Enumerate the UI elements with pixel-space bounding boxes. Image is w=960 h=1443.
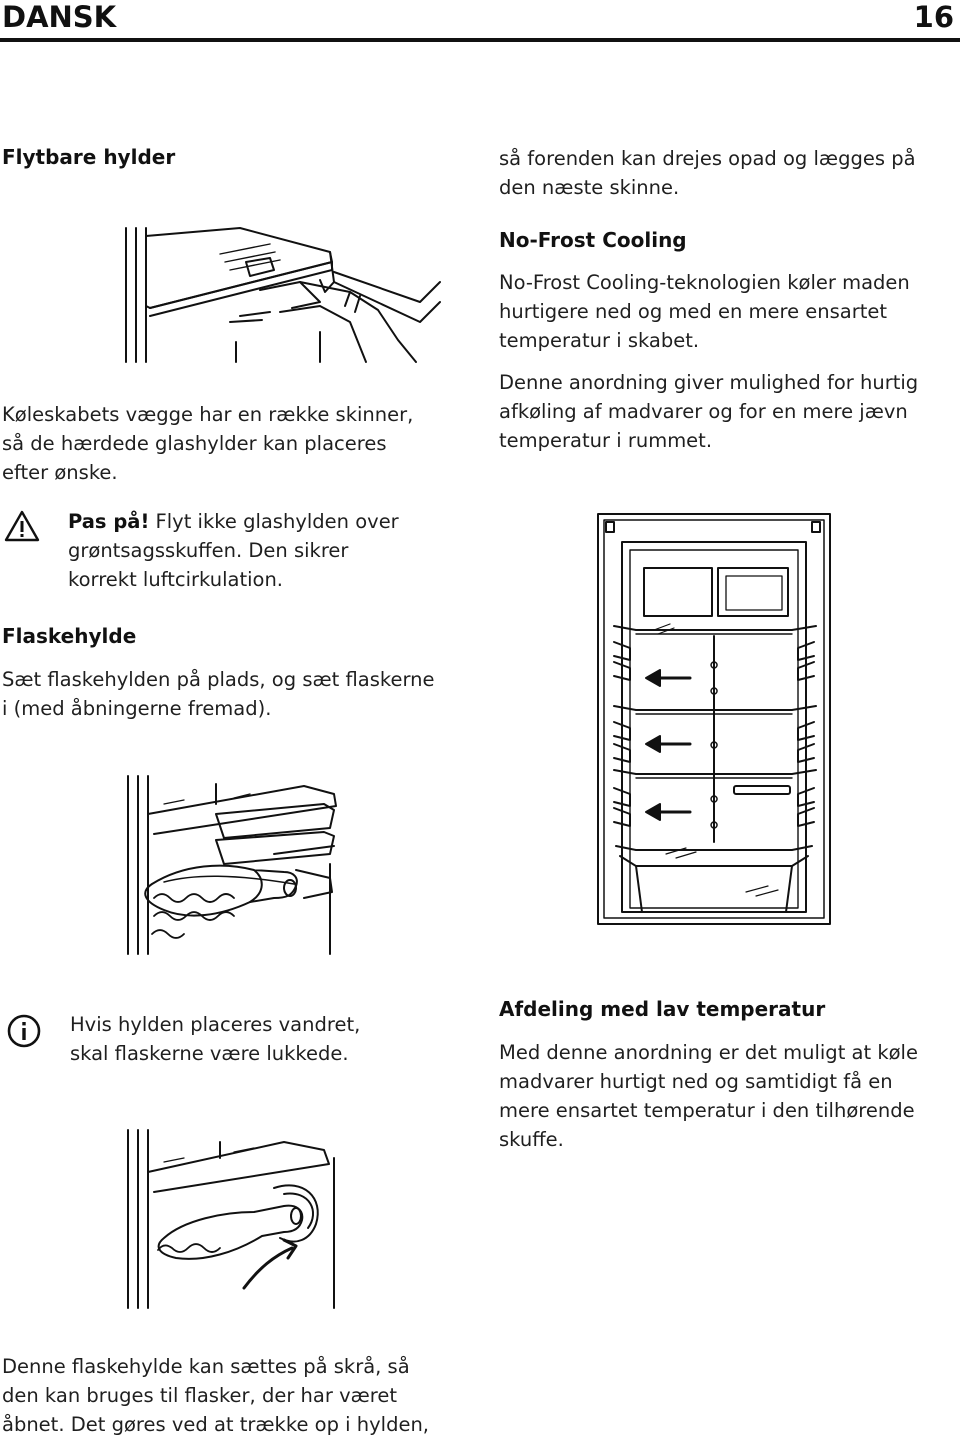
bottom-text-3: åbnet. Det gøres ved at trække op i hyld… <box>2 1413 430 1436</box>
info-circle-icon <box>7 1014 41 1048</box>
nofrost-text-5: afkøling af madvarer og for en mere jævn <box>499 400 908 423</box>
bottle-heading: Flaskehylde <box>2 624 137 648</box>
continued-text-2: den næste skinne. <box>499 176 680 199</box>
section-title: DANSK <box>2 0 117 34</box>
shelves-text-1: Køleskabets vægge har en række skinner, <box>2 403 414 426</box>
lowtemp-heading: Afdeling med lav temperatur <box>499 997 826 1021</box>
nofrost-text-1: No-Frost Cooling-teknologien køler maden <box>499 271 910 294</box>
nofrost-text-3: temperatur i skabet. <box>499 329 700 352</box>
bottle-rack-illustration <box>127 775 337 955</box>
warning-line-1: Pas på! Flyt ikke glashylden over <box>68 507 399 536</box>
warning-text-2: grøntsagsskuffen. Den sikrer <box>68 539 349 562</box>
page-number: 16 <box>913 0 954 34</box>
shelf-illustration <box>125 227 441 363</box>
nofrost-text-4: Denne anordning giver mulighed for hurti… <box>499 371 919 394</box>
warning-triangle-icon <box>4 510 40 542</box>
warning-text-3: korrekt luftcirkulation. <box>68 568 283 591</box>
lowtemp-text-3: mere ensartet temperatur i den tilhørend… <box>499 1099 915 1122</box>
lowtemp-text-1: Med denne anordning er det muligt at køl… <box>499 1041 918 1064</box>
nofrost-text-6: temperatur i rummet. <box>499 429 713 452</box>
lowtemp-text-4: skuffe. <box>499 1128 564 1151</box>
warning-text-1: Flyt ikke glashylden over <box>149 510 399 533</box>
bottle-text-1: Sæt flaskehylden på plads, og sæt flaske… <box>2 668 435 691</box>
shelves-text-2: så de hærdede glashylder kan placeres <box>2 432 387 455</box>
info-text-2: skal flaskerne være lukkede. <box>70 1042 349 1065</box>
bottom-text-2: den kan bruges til flasker, der har være… <box>2 1384 397 1407</box>
continued-text-1: så forenden kan drejes opad og lægges på <box>499 147 916 170</box>
header-rule <box>0 38 960 42</box>
bottom-text-1: Denne flaskehylde kan sættes på skrå, så <box>2 1355 410 1378</box>
bottle-rack-tilted-illustration <box>127 1129 335 1309</box>
lowtemp-text-2: madvarer hurtigt ned og samtidigt få en <box>499 1070 893 1093</box>
shelves-text-3: efter ønske. <box>2 461 118 484</box>
fridge-airflow-illustration <box>597 513 831 925</box>
nofrost-text-2: hurtigere ned og med en mere ensartet <box>499 300 888 323</box>
warning-strong: Pas på! <box>68 510 150 533</box>
nofrost-heading: No-Frost Cooling <box>499 228 687 252</box>
bottle-text-2: i (med åbningerne fremad). <box>2 697 272 720</box>
info-text-1: Hvis hylden placeres vandret, <box>70 1013 361 1036</box>
shelves-heading: Flytbare hylder <box>2 145 176 169</box>
